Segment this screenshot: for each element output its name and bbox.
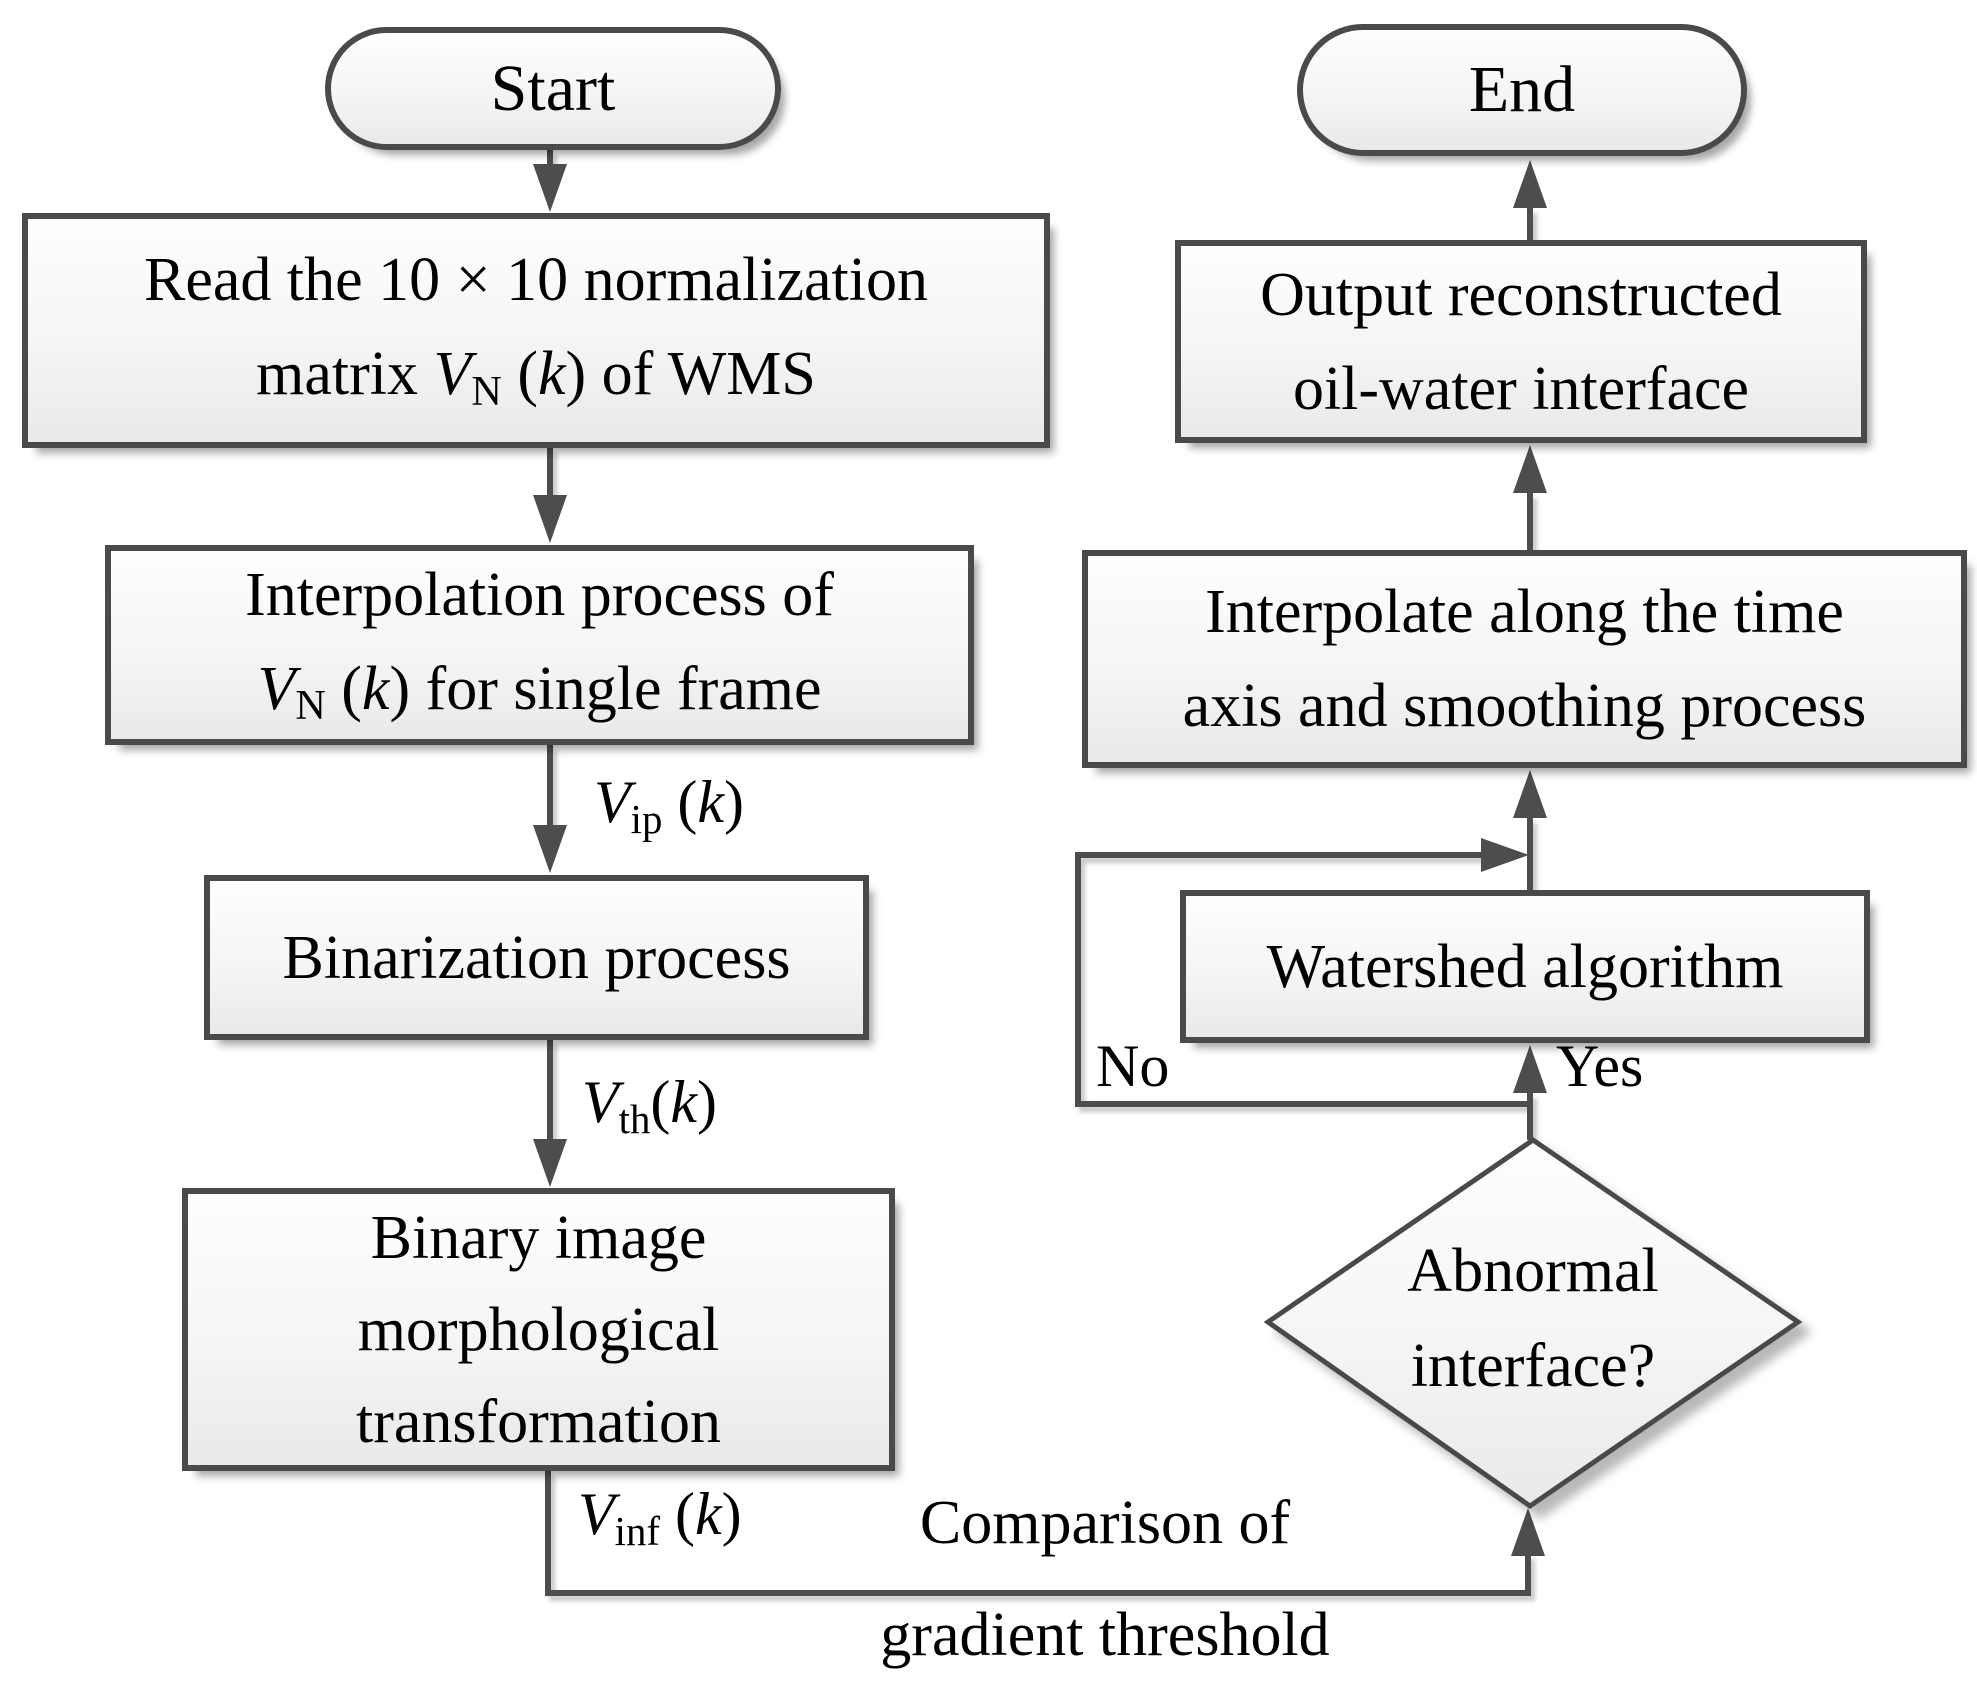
box-text-line: oil-water interface bbox=[1292, 354, 1750, 423]
box-text-line: Binary image bbox=[370, 1203, 707, 1272]
text-part: of WMS bbox=[601, 340, 816, 408]
text-part: matrix bbox=[256, 340, 434, 408]
text-part: ) bbox=[697, 1069, 717, 1135]
box-text-line: transformation bbox=[355, 1387, 721, 1456]
arrowhead-no-merge bbox=[1481, 838, 1529, 872]
box-text-line: Watershed algorithm bbox=[1266, 932, 1784, 1001]
math-var: V bbox=[594, 769, 631, 835]
edge-label-no: No bbox=[1096, 1033, 1170, 1099]
edge-label-yes: Yes bbox=[1556, 1033, 1644, 1099]
end-terminal: End bbox=[1297, 24, 1747, 156]
text-part: ( bbox=[501, 340, 538, 408]
edge-label-vip: Vip (k) bbox=[594, 769, 744, 839]
edge-label-vth: Vth(k) bbox=[582, 1069, 717, 1139]
box-text-line: VN (k) for single frame bbox=[257, 642, 821, 743]
process-box-morphological-transformation: Binary image morphological transformatio… bbox=[182, 1188, 895, 1471]
edge-label-vinf: Vinf (k) bbox=[578, 1481, 742, 1551]
math-subscript: th bbox=[618, 1096, 651, 1142]
text-part: ) bbox=[721, 1481, 742, 1547]
box-text-line: Read the 10 × 10 normalization bbox=[144, 246, 928, 314]
math-var: V bbox=[578, 1481, 615, 1547]
end-label: End bbox=[1468, 53, 1576, 126]
text-part: ) bbox=[565, 340, 602, 408]
process-box-output-interface: Output reconstructed oil-water interface bbox=[1175, 240, 1867, 443]
line-no-bypass-loop bbox=[1075, 852, 1533, 1107]
math-var: k bbox=[361, 654, 390, 723]
math-var: V bbox=[433, 340, 472, 408]
text-part: ( bbox=[662, 769, 698, 835]
decision-diamond-text: Abnormal interface? bbox=[1268, 1224, 1798, 1414]
box-text-line: Binarization process bbox=[282, 923, 791, 992]
text-part: ) bbox=[389, 654, 426, 723]
text-part: for single frame bbox=[425, 654, 822, 723]
edge-label-comparison-line2: gradient threshold bbox=[880, 1601, 1330, 1669]
math-var: k bbox=[670, 1069, 698, 1135]
decision-diamond bbox=[1263, 1136, 1803, 1510]
arrowhead-yes-into-watershed bbox=[1513, 1045, 1547, 1093]
text-part: ( bbox=[650, 1069, 671, 1135]
math-subscript: N bbox=[471, 367, 502, 415]
arrowhead-into-interpolate bbox=[1513, 770, 1547, 818]
box-text-line: Interpolate along the time bbox=[1205, 578, 1844, 646]
text-part: ) bbox=[724, 769, 744, 835]
arrowhead-into-morphology bbox=[533, 1139, 567, 1187]
math-var: V bbox=[257, 654, 296, 723]
math-subscript: ip bbox=[630, 796, 663, 842]
box-text-line: morphological bbox=[357, 1295, 720, 1364]
math-var: k bbox=[537, 340, 566, 408]
box-text-line: axis and smoothing process bbox=[1182, 672, 1867, 740]
math-subscript: inf bbox=[614, 1508, 660, 1554]
box-text-line: Interpolation process of bbox=[245, 560, 834, 629]
flow-lines bbox=[545, 150, 1533, 1596]
math-var: V bbox=[582, 1069, 619, 1135]
process-box-interpolate-time-axis: Interpolate along the time axis and smoo… bbox=[1082, 550, 1967, 768]
text-part: ( bbox=[325, 654, 362, 723]
start-label: Start bbox=[490, 51, 616, 125]
arrowhead-into-decision bbox=[1511, 1508, 1545, 1556]
start-terminal: Start bbox=[325, 27, 781, 150]
box-text-line: matrix VN (k) of WMS bbox=[256, 327, 816, 428]
process-box-interpolation-single-frame: Interpolation process of VN (k) for sing… bbox=[105, 545, 974, 745]
edge-label-comparison-line1: Comparison of bbox=[919, 1489, 1291, 1557]
line-morphology-to-decision bbox=[545, 1471, 1531, 1596]
math-subscript: N bbox=[295, 682, 326, 730]
arrowhead-into-interpolation bbox=[533, 495, 567, 543]
arrowhead-into-end bbox=[1513, 160, 1547, 208]
flow-arrowheads bbox=[533, 160, 1547, 1556]
arrowhead-into-read bbox=[533, 164, 567, 212]
process-box-watershed: Watershed algorithm bbox=[1180, 890, 1870, 1043]
text-part: ( bbox=[659, 1481, 695, 1547]
box-text-line: Output reconstructed bbox=[1260, 260, 1782, 329]
process-box-read-matrix: Read the 10 × 10 normalization matrix VN… bbox=[22, 213, 1050, 448]
arrowhead-into-output bbox=[1513, 445, 1547, 493]
arrowhead-into-binarization bbox=[533, 825, 567, 873]
process-box-binarization: Binarization process bbox=[204, 875, 869, 1040]
decision-text-line: Abnormal bbox=[1407, 1237, 1659, 1305]
math-var: k bbox=[694, 1481, 722, 1547]
math-var: k bbox=[697, 769, 725, 835]
decision-text-line: interface? bbox=[1410, 1332, 1656, 1400]
